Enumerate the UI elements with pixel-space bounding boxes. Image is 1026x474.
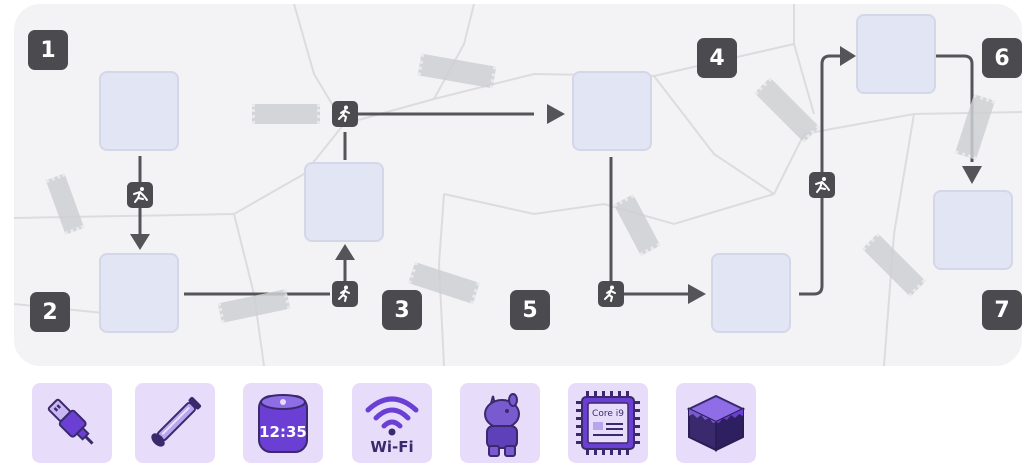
tape-strip: [252, 104, 320, 124]
drop-slot-f[interactable]: [856, 14, 936, 94]
tray-item-smart-speaker[interactable]: 12:35: [243, 383, 323, 463]
wifi-icon: Wi-Fi: [365, 396, 419, 456]
zone-number-badge: 3: [382, 290, 422, 330]
tray-item-grass-block[interactable]: [676, 383, 756, 463]
tube-icon: [151, 396, 202, 447]
route-connectors: [138, 54, 974, 296]
puzzle-board: 1 2 3 4 5 6 7: [14, 4, 1022, 366]
zone-number-badge: 4: [697, 38, 737, 78]
drop-slot-g[interactable]: [933, 190, 1013, 270]
zone-number-badge: 5: [510, 290, 550, 330]
rhino-icon: [484, 393, 520, 457]
drop-slot-c[interactable]: [304, 162, 384, 242]
usb-cable-icon: [47, 398, 94, 445]
running-person-icon: [332, 101, 358, 127]
tray-item-processor-chip[interactable]: Core i9: [568, 383, 648, 463]
zone-number-badge: 2: [30, 292, 70, 332]
drop-slot-e[interactable]: [711, 253, 791, 333]
running-person-icon: [598, 281, 624, 307]
drop-slot-a[interactable]: [99, 71, 179, 151]
zone-number-badge: 7: [982, 290, 1022, 330]
item-tray: 12:35 Wi-Fi: [0, 383, 1026, 463]
tray-item-glass-tube[interactable]: [135, 383, 215, 463]
tray-item-rhino-mascot[interactable]: [460, 383, 540, 463]
running-person-icon: [332, 281, 358, 307]
falling-person-icon: [127, 182, 153, 208]
speaker-clock-time: 12:35: [259, 423, 307, 441]
cube-block-icon: [686, 394, 746, 452]
tray-item-usb-cable[interactable]: [32, 383, 112, 463]
chip-label: Core i9: [592, 409, 624, 419]
cpu-chip-icon: Core i9: [576, 391, 640, 455]
tray-item-wifi[interactable]: Wi-Fi: [352, 383, 432, 463]
speaker-clock-icon: 12:35: [258, 394, 308, 453]
falling-person-icon: [809, 172, 835, 198]
drop-slot-d[interactable]: [572, 71, 652, 151]
zone-number-badge: 1: [28, 30, 68, 70]
zone-number-badge: 6: [982, 38, 1022, 78]
route-arrowheads: [130, 46, 982, 304]
wifi-label: Wi-Fi: [370, 438, 413, 456]
drop-slot-b[interactable]: [99, 253, 179, 333]
